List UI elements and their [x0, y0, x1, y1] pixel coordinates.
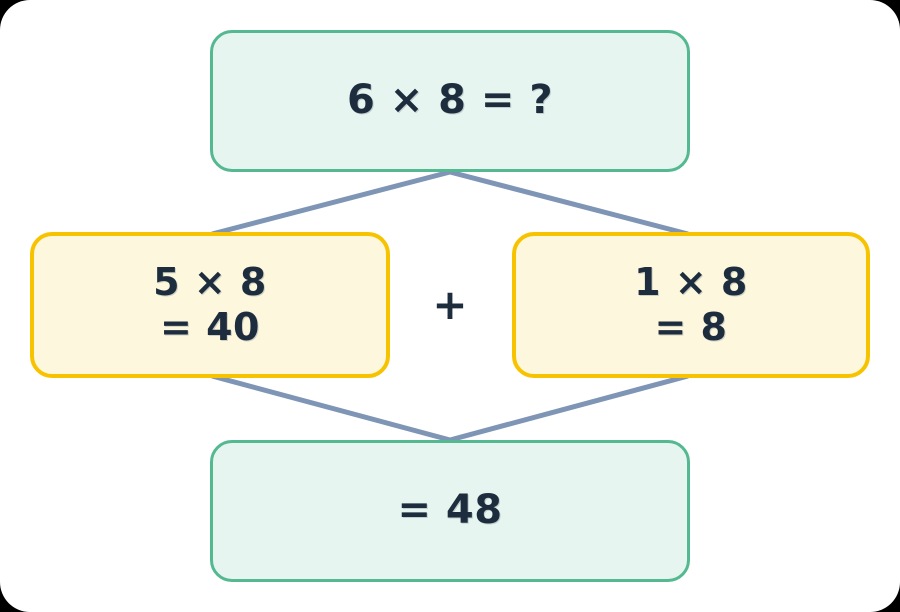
node-partial-left-line-2: = 40: [160, 305, 260, 349]
operator-plus-symbol: +: [432, 280, 468, 329]
node-answer-line-1: = 48: [397, 487, 503, 534]
node-partial-product-right: 1 × 8 = 8: [512, 232, 870, 378]
node-answer: = 48: [210, 440, 690, 582]
connector-problem-to-right: [449, 169, 689, 237]
node-partial-left-line-1: 5 × 8: [153, 260, 267, 305]
node-problem-line-1: 6 × 8 = ?: [346, 77, 554, 124]
connector-left-to-answer: [211, 373, 451, 443]
connector-problem-to-left: [211, 169, 451, 237]
node-partial-product-left: 5 × 8 = 40: [30, 232, 390, 378]
node-problem: 6 × 8 = ?: [210, 30, 690, 172]
connector-right-to-answer: [449, 373, 689, 443]
node-partial-right-line-1: 1 × 8: [634, 260, 748, 305]
node-partial-right-line-2: = 8: [654, 305, 728, 349]
